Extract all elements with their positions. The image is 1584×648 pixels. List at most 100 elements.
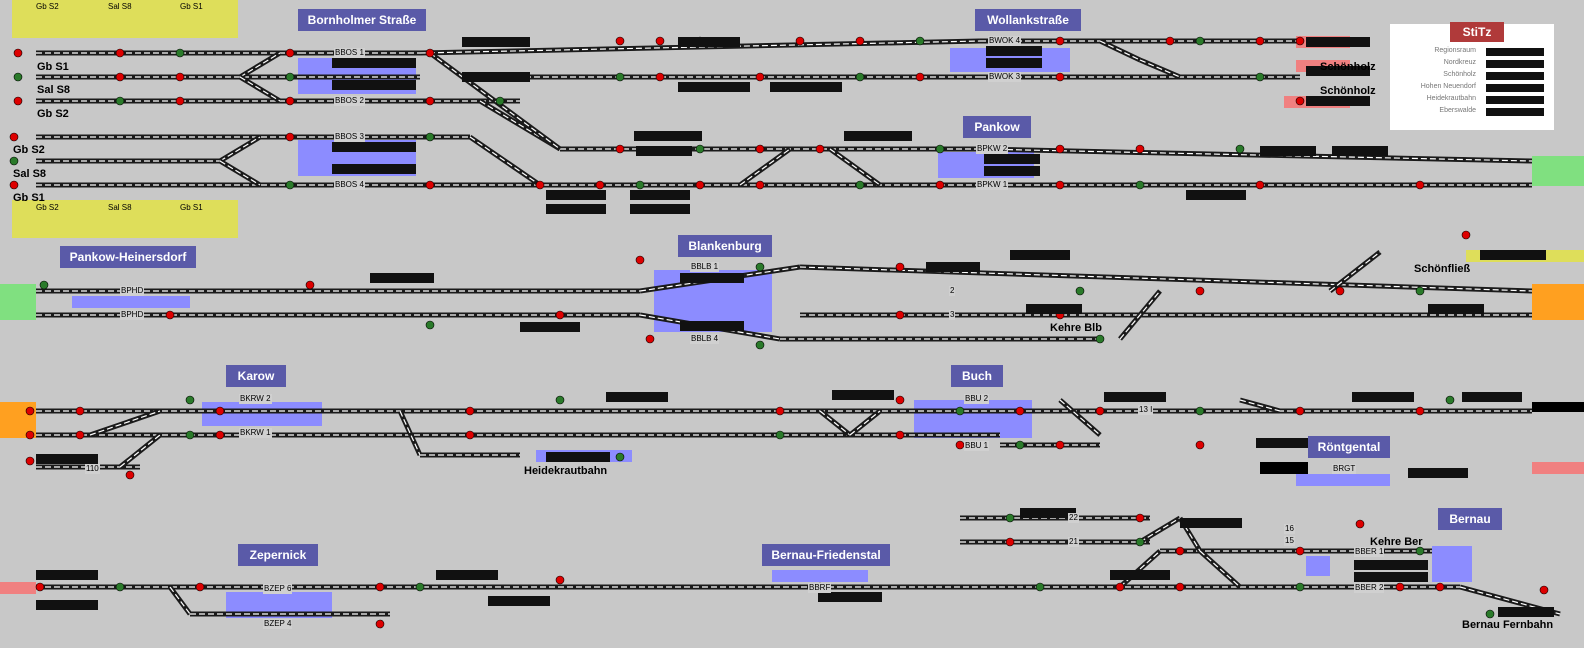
signal-lamp [855, 180, 865, 190]
track-label-brgt[interactable]: BRGT [1332, 464, 1357, 474]
stitz-row-4[interactable]: Hohen Neuendorf [1392, 83, 1552, 93]
signal-lamp [1195, 286, 1205, 296]
signal-lamp [1055, 180, 1065, 190]
signal-lamp [895, 395, 905, 405]
station-bernau[interactable]: Bernau [1438, 508, 1502, 530]
signal-lamp [615, 452, 625, 462]
track-label-3[interactable]: 3 [949, 310, 956, 320]
track-label-bwok3[interactable]: BWOK 3 [988, 72, 1022, 82]
track-label-16[interactable]: 16 [1284, 524, 1295, 534]
track-label-21[interactable]: 21 [1068, 537, 1079, 547]
signal-lamp [1395, 582, 1405, 592]
stitz-title[interactable]: StiTz [1450, 22, 1504, 42]
track-label-bwok4[interactable]: BWOK 4 [988, 36, 1022, 46]
track-label-bkrw1[interactable]: BKRW 1 [239, 428, 272, 438]
track-label-bber2[interactable]: BBER 2 [1354, 583, 1385, 593]
station-bornholmer[interactable]: Bornholmer Straße [298, 9, 426, 31]
left-label-sals8: Sal S8 [37, 84, 71, 96]
station-bernau-friedenstal[interactable]: Bernau-Friedenstal [762, 544, 890, 566]
track-label-bblb4[interactable]: BBLB 4 [690, 334, 720, 344]
signal-lamp [1435, 582, 1445, 592]
signal-lamp [1015, 406, 1025, 416]
signal-lamp [115, 72, 125, 82]
track-label-bpkw2[interactable]: BPKW 2 [976, 144, 1009, 154]
track-label-2[interactable]: 2 [949, 286, 956, 296]
track-center-line [819, 410, 851, 436]
track-label-bphd2[interactable]: BPHD [120, 310, 145, 320]
stitz-row-2[interactable]: Nordkreuz [1392, 59, 1552, 69]
track-label-22[interactable]: 22 [1068, 513, 1079, 523]
label-heidekrautbahn: Heidekrautbahn [524, 465, 608, 477]
signal-lamp [1295, 406, 1305, 416]
signal-lamp [1255, 36, 1265, 46]
track-label-bbu2[interactable]: BBU 2 [964, 394, 990, 404]
track-label-bzep6[interactable]: BZEP 6 [263, 584, 293, 594]
signal-lamp [695, 144, 705, 154]
track-label-bbos4[interactable]: BBOS 4 [334, 180, 365, 190]
signal-lamp [1055, 72, 1065, 82]
signal-lamp [285, 96, 295, 106]
signal-lamp [615, 72, 625, 82]
line-end-marker [1532, 284, 1584, 320]
signal-lamp [555, 310, 565, 320]
track-label-bpkw1[interactable]: BPKW 1 [976, 180, 1009, 190]
station-roentgental[interactable]: Röntgental [1308, 436, 1390, 458]
train-number-field [678, 37, 740, 47]
signal-lamp [13, 72, 23, 82]
signal-lamp [195, 582, 205, 592]
track-label-bbu1[interactable]: BBU 1 [964, 441, 990, 451]
stitz-row-label: Hohen Neuendorf [1420, 83, 1476, 90]
train-number-field [1306, 66, 1370, 76]
stitz-row-1[interactable]: Regionsraum [1392, 47, 1552, 57]
stitz-row-5[interactable]: Heidekrautbahn [1392, 95, 1552, 105]
stitz-row-label: Heidekrautbahn [1426, 95, 1476, 102]
track-label-bbos3[interactable]: BBOS 3 [334, 132, 365, 142]
station-zepernick[interactable]: Zepernick [238, 544, 318, 566]
signal-lamp [955, 406, 965, 416]
train-number-field [680, 273, 744, 283]
signal-lamp [1255, 180, 1265, 190]
track-label-bbos2[interactable]: BBOS 2 [334, 96, 365, 106]
signal-lamp [815, 144, 825, 154]
signal-lamp [935, 144, 945, 154]
signal-lamp [755, 262, 765, 272]
station-pankow-heinersdorf[interactable]: Pankow-Heinersdorf [60, 246, 196, 268]
station-pankow[interactable]: Pankow [963, 116, 1031, 138]
platform-area [72, 296, 190, 308]
signal-lamp [1195, 406, 1205, 416]
signal-lamp [425, 132, 435, 142]
track-label-bzep4[interactable]: BZEP 4 [263, 619, 293, 629]
track-label-13[interactable]: 13 I [1138, 405, 1154, 415]
stitz-counter [1486, 96, 1544, 104]
signal-lamp [935, 180, 945, 190]
station-wollank[interactable]: Wollankstraße [975, 9, 1081, 31]
left-label-gbs1: Gb S1 [37, 61, 69, 73]
track-label-bphd1[interactable]: BPHD [120, 286, 145, 296]
signal-lamp [1295, 546, 1305, 556]
track-label-bbrf[interactable]: BBRF [808, 583, 832, 593]
track-label-15[interactable]: 15 [1284, 536, 1295, 546]
line-end-marker [1532, 402, 1584, 412]
signal-lamp [215, 406, 225, 416]
track-label-bber1[interactable]: BBER 1 [1354, 547, 1385, 557]
signal-lamp [1445, 395, 1455, 405]
train-number-field [1498, 607, 1554, 617]
line-end-marker [1532, 462, 1584, 474]
stitz-row-6[interactable]: Eberswalde [1392, 107, 1552, 117]
track-label-110[interactable]: 110 [85, 464, 100, 474]
signal-lamp [1075, 286, 1085, 296]
track-center-line [89, 410, 161, 436]
signal-lamp [495, 96, 505, 106]
station-karow[interactable]: Karow [226, 365, 286, 387]
station-blankenburg[interactable]: Blankenburg [678, 235, 772, 257]
track-label-bblb1[interactable]: BBLB 1 [690, 262, 720, 272]
train-number-field [630, 190, 690, 200]
station-buch[interactable]: Buch [951, 365, 1003, 387]
stitz-row-3[interactable]: Schönholz [1392, 71, 1552, 81]
train-number-field [1306, 96, 1370, 106]
track-label-bbos1[interactable]: BBOS 1 [334, 48, 365, 58]
train-number-field [332, 142, 416, 152]
signal-lamp [165, 310, 175, 320]
track-label-bkrw2[interactable]: BKRW 2 [239, 394, 272, 404]
label-kehre-blb: Kehre Blb [1050, 322, 1102, 334]
